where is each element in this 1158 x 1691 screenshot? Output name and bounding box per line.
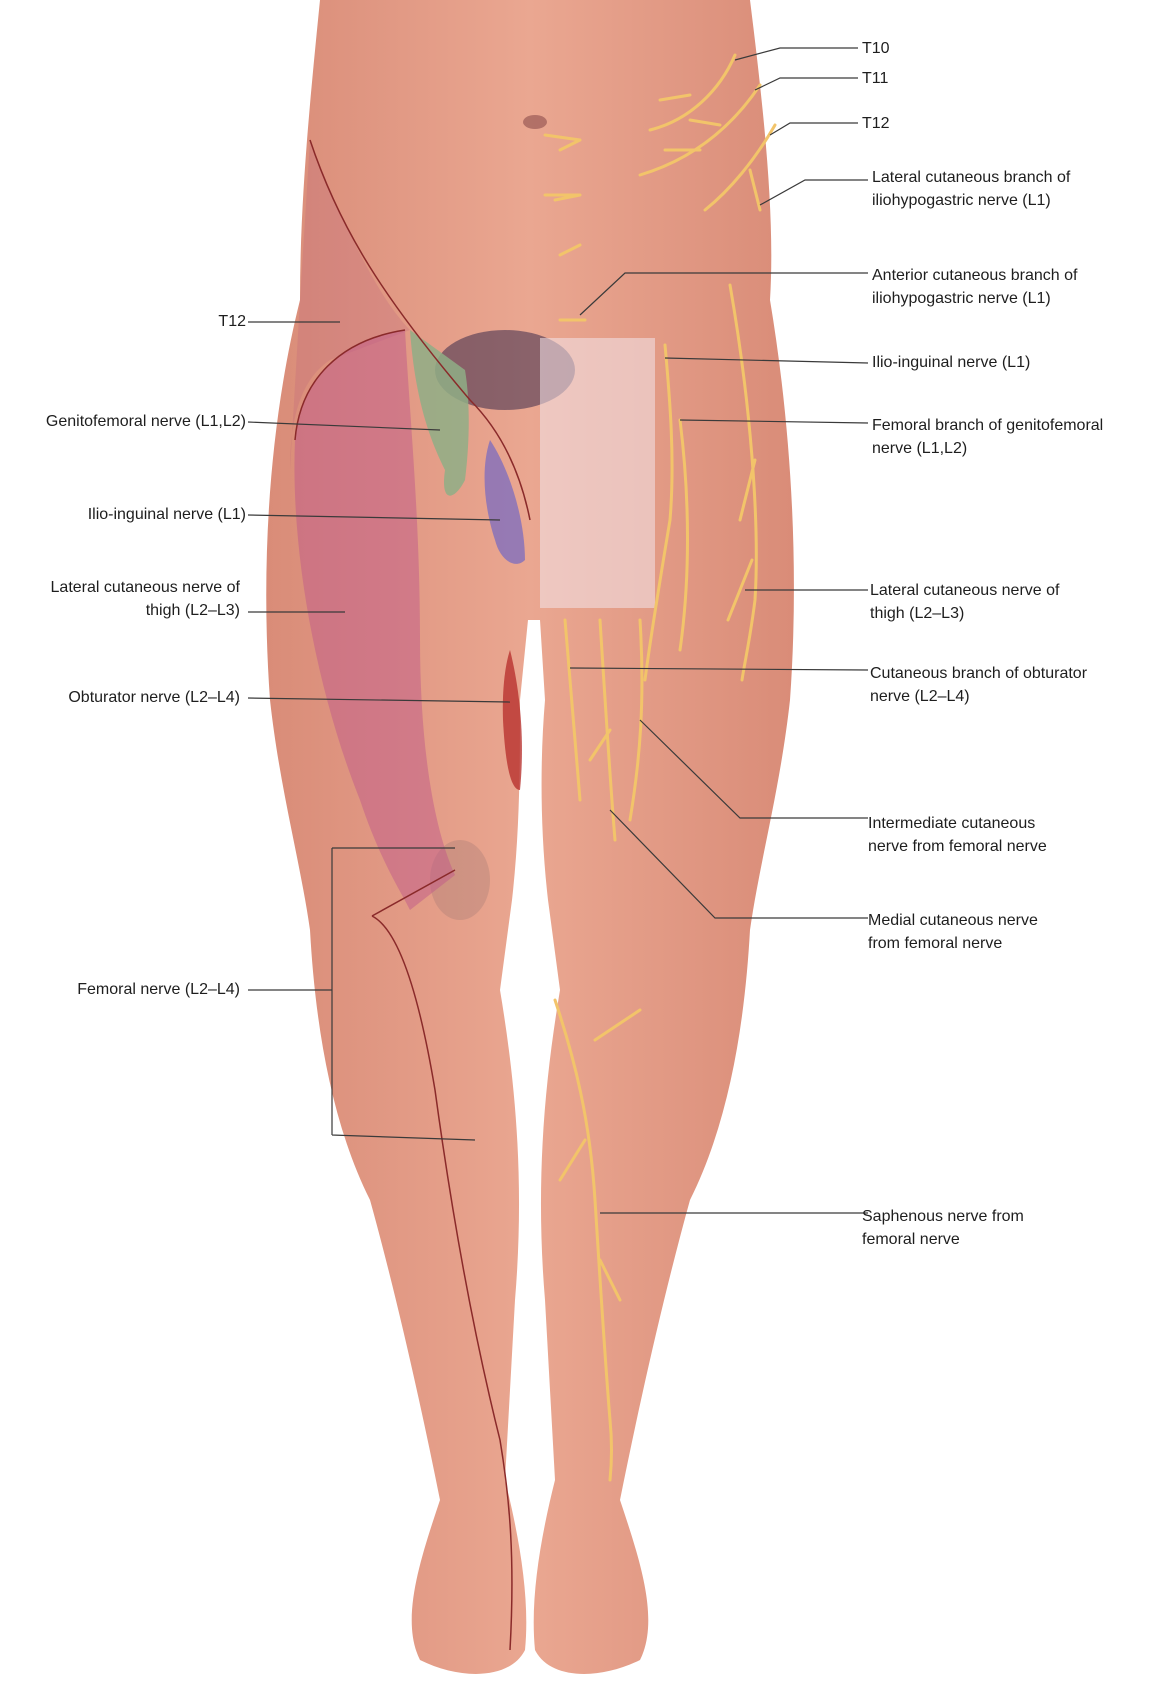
label-femoral-left-text: Femoral nerve (L2–L4) xyxy=(77,978,240,1001)
label-t12-left-text: T12 xyxy=(218,310,246,333)
label-medial: Medial cutaneous nerve from femoral nerv… xyxy=(868,909,1038,955)
label-ilioinguinal-right-text: Ilio-inguinal nerve (L1) xyxy=(872,351,1030,374)
label-intermediate: Intermediate cutaneous nerve from femora… xyxy=(868,812,1047,858)
label-obturator-right-line2: nerve (L2–L4) xyxy=(870,685,1087,708)
label-t11: T11 xyxy=(862,67,888,90)
label-femoral-branch-line1: Femoral branch of genitofemoral xyxy=(872,414,1103,437)
label-femoral-branch: Femoral branch of genitofemoral nerve (L… xyxy=(872,414,1103,460)
label-lateral-thigh-right: Lateral cutaneous nerve of thigh (L2–L3) xyxy=(870,579,1059,625)
label-obturator-left-text: Obturator nerve (L2–L4) xyxy=(68,686,240,709)
label-t12-left: T12 xyxy=(218,310,246,333)
leader-t11 xyxy=(755,78,858,90)
label-saphenous-line2: femoral nerve xyxy=(862,1228,1024,1251)
label-lateral-thigh-left-line2: thigh (L2–L3) xyxy=(51,599,240,622)
label-t12-right-text: T12 xyxy=(862,112,890,135)
label-lat-iliohypo: Lateral cutaneous branch of iliohypogast… xyxy=(872,166,1070,212)
label-ilioinguinal-right: Ilio-inguinal nerve (L1) xyxy=(872,351,1030,374)
label-femoral-left: Femoral nerve (L2–L4) xyxy=(77,978,240,1001)
hatched-region xyxy=(540,338,655,608)
label-obturator-right-line1: Cutaneous branch of obturator xyxy=(870,662,1087,685)
label-saphenous-line1: Saphenous nerve from xyxy=(862,1205,1024,1228)
label-ilioinguinal-left-text: Ilio-inguinal nerve (L1) xyxy=(88,503,246,526)
label-lateral-thigh-left: Lateral cutaneous nerve of thigh (L2–L3) xyxy=(51,576,240,622)
label-lateral-thigh-left-line1: Lateral cutaneous nerve of xyxy=(51,576,240,599)
label-t12-right: T12 xyxy=(862,112,890,135)
label-lat-iliohypo-line1: Lateral cutaneous branch of xyxy=(872,166,1070,189)
label-intermediate-line1: Intermediate cutaneous xyxy=(868,812,1047,835)
navel xyxy=(523,115,547,129)
label-femoral-branch-line2: nerve (L1,L2) xyxy=(872,437,1103,460)
label-t10-text: T10 xyxy=(862,37,890,60)
label-medial-line2: from femoral nerve xyxy=(868,932,1038,955)
label-ilioinguinal-left: Ilio-inguinal nerve (L1) xyxy=(88,503,246,526)
label-t10: T10 xyxy=(862,37,890,60)
label-lateral-thigh-right-line2: thigh (L2–L3) xyxy=(870,602,1059,625)
label-intermediate-line2: nerve from femoral nerve xyxy=(868,835,1047,858)
label-saphenous: Saphenous nerve from femoral nerve xyxy=(862,1205,1024,1251)
label-t11-text: T11 xyxy=(862,67,888,90)
label-ant-iliohypo: Anterior cutaneous branch of iliohypogas… xyxy=(872,264,1077,310)
leader-lat-iliohypo xyxy=(760,180,868,205)
label-ant-iliohypo-line2: iliohypogastric nerve (L1) xyxy=(872,287,1077,310)
label-obturator-right: Cutaneous branch of obturator nerve (L2–… xyxy=(870,662,1087,708)
label-lat-iliohypo-line2: iliohypogastric nerve (L1) xyxy=(872,189,1070,212)
label-lateral-thigh-right-line1: Lateral cutaneous nerve of xyxy=(870,579,1059,602)
label-obturator-left: Obturator nerve (L2–L4) xyxy=(68,686,240,709)
label-genitofemoral: Genitofemoral nerve (L1,L2) xyxy=(46,410,246,433)
leader-t12-right xyxy=(770,123,858,135)
label-genitofemoral-text: Genitofemoral nerve (L1,L2) xyxy=(46,410,246,433)
label-ant-iliohypo-line1: Anterior cutaneous branch of xyxy=(872,264,1077,287)
label-medial-line1: Medial cutaneous nerve xyxy=(868,909,1038,932)
